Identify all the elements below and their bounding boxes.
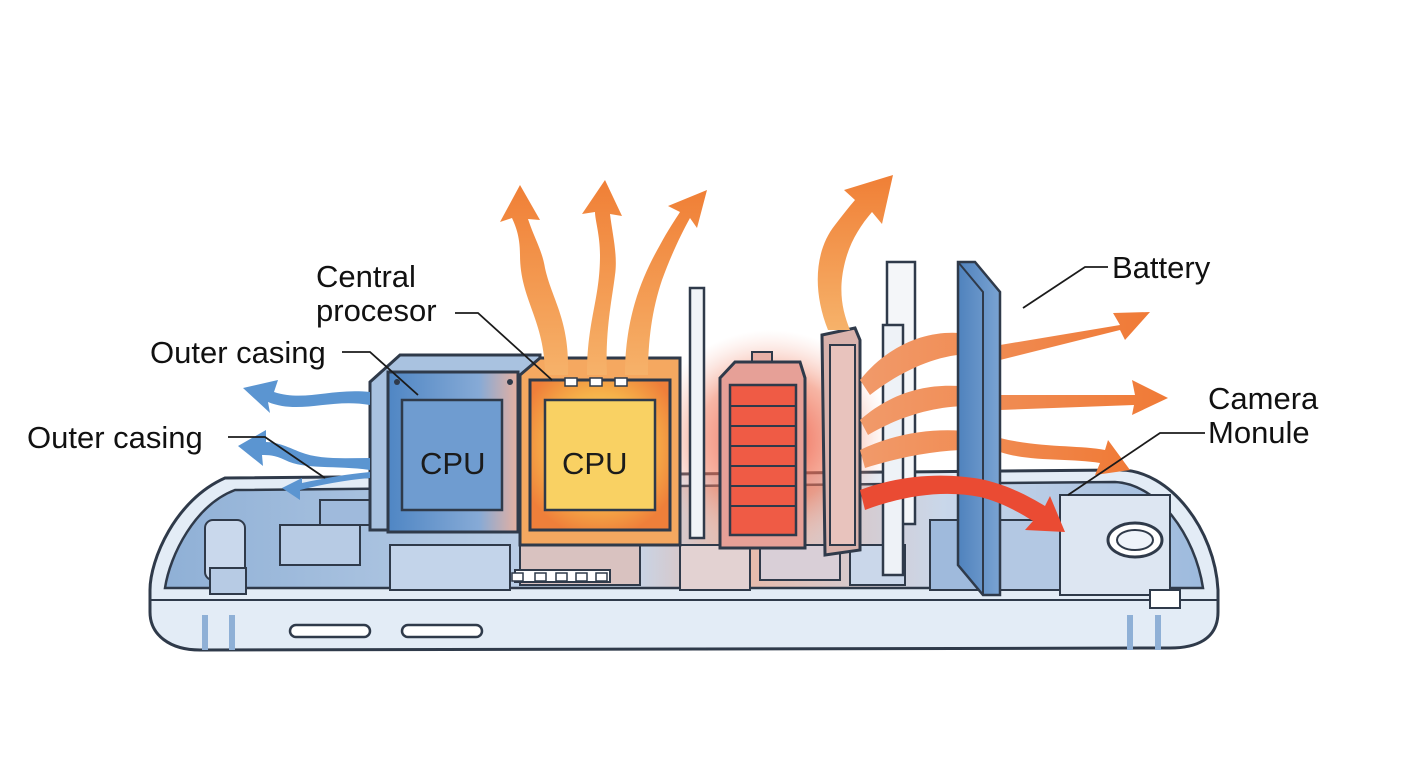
heat-arrow-icon — [582, 180, 622, 375]
cpu-module-left — [368, 353, 542, 534]
heat-arrow-icon — [817, 175, 893, 330]
label-camera-module-line1: Camera — [1208, 381, 1319, 416]
heat-arrow-icon — [500, 185, 569, 375]
volume-button-icon — [400, 623, 484, 639]
cpu-module-right — [511, 356, 682, 582]
heat-arrow-icon — [625, 190, 707, 375]
cpu-chip-label-left: CPU — [420, 446, 486, 481]
heat-arrow-icon — [860, 312, 1150, 395]
volume-button-icon — [288, 623, 372, 639]
label-outer-casing-lower: Outer casing — [27, 420, 203, 455]
label-central-processor-line1: Central — [316, 259, 416, 294]
heat-arrows-right — [860, 312, 1168, 475]
cool-arrow-icon — [282, 472, 370, 500]
heat-arrow-icon — [860, 380, 1168, 435]
battery-panel — [956, 260, 1002, 597]
label-outer-casing-upper: Outer casing — [150, 335, 326, 370]
cool-arrow-icon — [238, 430, 370, 470]
heat-arrow-icon — [860, 430, 1130, 475]
battery-cell — [718, 351, 807, 550]
shield-plate — [688, 286, 706, 540]
heat-arrow-icon — [860, 475, 1065, 532]
leader-lines — [228, 266, 1205, 496]
label-battery: Battery — [1112, 250, 1211, 285]
label-central-processor-line2: procesor — [316, 293, 437, 328]
label-camera-module-line2: Monule — [1208, 415, 1310, 450]
cpu-chip-label-right: CPU — [562, 446, 628, 481]
cool-arrows-left — [238, 380, 370, 500]
component-block — [820, 326, 862, 557]
cool-arrow-icon — [243, 380, 370, 413]
heat-arrows-up — [500, 175, 893, 375]
